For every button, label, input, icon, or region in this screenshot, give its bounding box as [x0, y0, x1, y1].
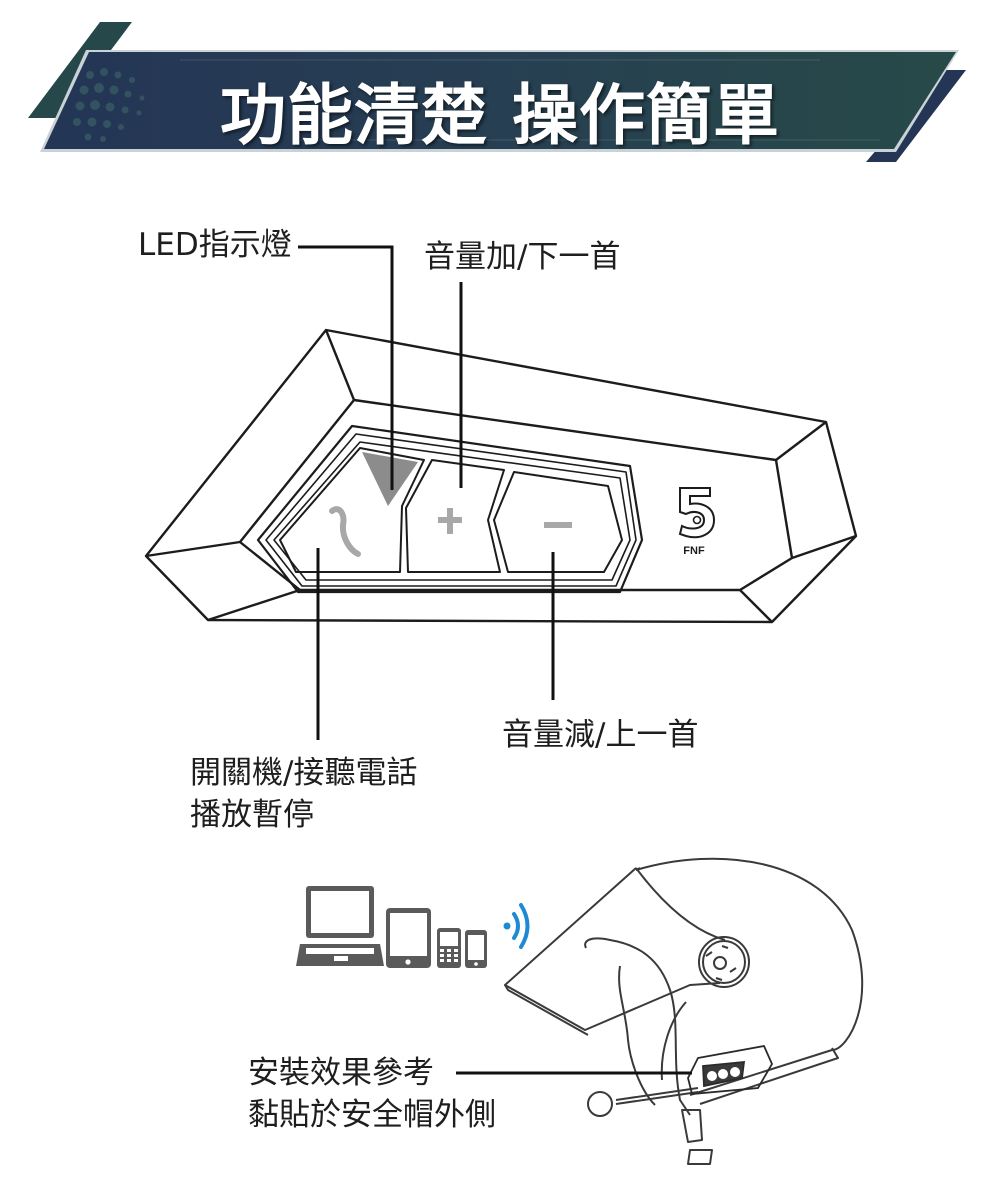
power-label-line1: 開關機/接聽電話 — [190, 755, 418, 791]
volume-up-label: 音量加/下一首 — [424, 239, 621, 275]
phone-button-outline — [279, 447, 425, 573]
smartphone-icon — [465, 930, 487, 968]
led-callout-line — [298, 245, 394, 490]
plus-button-outline — [405, 459, 505, 573]
helmet-visor — [504, 867, 721, 1031]
banner-title: 功能清楚 操作簡單 — [220, 77, 780, 154]
installation-caption-line2: 黏貼於安全帽外側 — [248, 1097, 496, 1133]
visor-pivot — [698, 936, 750, 988]
installation-caption-line1: 安裝效果參考 — [248, 1055, 434, 1091]
power-label-line2: 播放暫停 — [190, 797, 314, 833]
helmet-mounted-intercom — [687, 1044, 774, 1095]
fnf-5-logo: FNF — [678, 487, 716, 557]
phone-icon — [329, 506, 361, 557]
feature-phone-icon — [437, 928, 461, 968]
intercom-device-drawing: FNF — [144, 245, 858, 740]
microphone — [587, 1091, 613, 1117]
led-indicator-label: LED指示燈 — [138, 227, 292, 263]
volume-down-label: 音量減/上一首 — [502, 717, 699, 753]
main-band — [44, 52, 956, 149]
minus-button-outline — [493, 471, 623, 573]
plus-icon — [438, 508, 462, 534]
helmet-drawing — [504, 857, 864, 1165]
laptop-icon — [296, 886, 384, 966]
tablet-icon — [386, 908, 431, 968]
helmet-shell — [635, 857, 864, 1096]
dot-texture — [73, 68, 145, 142]
banner-graphic — [28, 22, 966, 162]
wireless-signal-icon — [503, 903, 530, 949]
svg-text:FNF: FNF — [683, 545, 705, 557]
led-indicator-icon — [362, 452, 418, 506]
button-panel-bezel — [256, 424, 644, 594]
